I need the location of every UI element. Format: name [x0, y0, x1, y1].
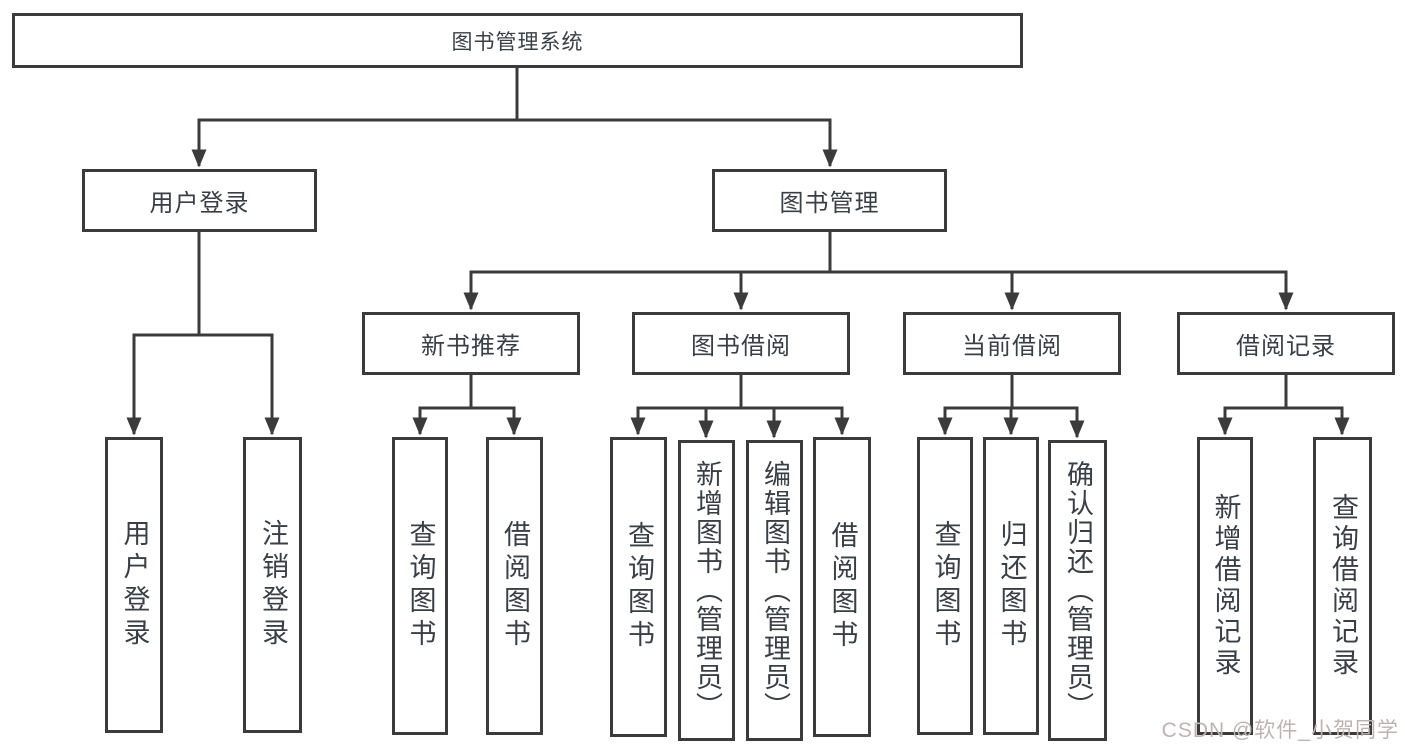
node-add-borrow-record: 新增借阅记录: [1197, 437, 1253, 735]
node-logout: 注销登录: [243, 437, 302, 733]
csdn-watermark: CSDN @软件_小贺同学: [1161, 719, 1399, 742]
node-label: 确认归还（管理员）: [1063, 460, 1093, 721]
node-query-borrow-record: 查询借阅记录: [1313, 437, 1372, 735]
node-book-borrowing: 图书借阅: [632, 312, 850, 375]
node-label: 查询图书: [405, 520, 436, 652]
node-add-book-admin: 新增图书（管理员）: [678, 440, 735, 741]
node-return-book: 归还图书: [983, 437, 1039, 735]
node-label: 用户登录: [149, 190, 250, 217]
node-query-books-borrowing: 查询图书: [610, 437, 667, 737]
node-label: 当前借阅: [962, 333, 1062, 360]
node-user-login: 用户登录: [105, 437, 163, 733]
node-label: 图书借阅: [691, 333, 791, 360]
node-user-login-branch: 用户登录: [82, 169, 317, 232]
node-confirm-return-admin: 确认归还（管理员）: [1048, 440, 1107, 741]
node-label: 图书管理系统: [451, 30, 584, 54]
node-current-borrowing: 当前借阅: [903, 312, 1121, 375]
node-query-books-current: 查询图书: [917, 437, 973, 735]
node-label: 新增借阅记录: [1210, 493, 1241, 679]
node-label: 归还图书: [996, 520, 1027, 652]
node-label: 图书管理: [779, 190, 880, 217]
node-label: 新书推荐: [421, 333, 521, 360]
node-label: 查询图书: [930, 520, 961, 652]
node-book-management-branch: 图书管理: [712, 169, 947, 232]
node-label: 查询图书: [624, 521, 654, 653]
node-label: 编辑图书（管理员）: [760, 460, 790, 721]
node-new-book-recommendation: 新书推荐: [362, 312, 580, 375]
node-label: 查询借阅记录: [1328, 493, 1358, 679]
node-label: 用户登录: [119, 519, 150, 651]
node-label: 注销登录: [258, 519, 288, 651]
node-edit-book-admin: 编辑图书（管理员）: [746, 440, 803, 741]
node-label: 借阅记录: [1236, 333, 1336, 360]
node-label: 借阅图书: [827, 521, 858, 653]
node-borrow-books-borrowing: 借阅图书: [813, 437, 871, 737]
node-query-books-recommend: 查询图书: [392, 437, 448, 735]
node-borrowing-records: 借阅记录: [1177, 312, 1395, 375]
node-label: 新增图书（管理员）: [692, 460, 722, 721]
node-borrow-books-recommend: 借阅图书: [486, 437, 543, 735]
node-label: 借阅图书: [500, 520, 530, 652]
node-library-management-system: 图书管理系统: [12, 13, 1023, 68]
